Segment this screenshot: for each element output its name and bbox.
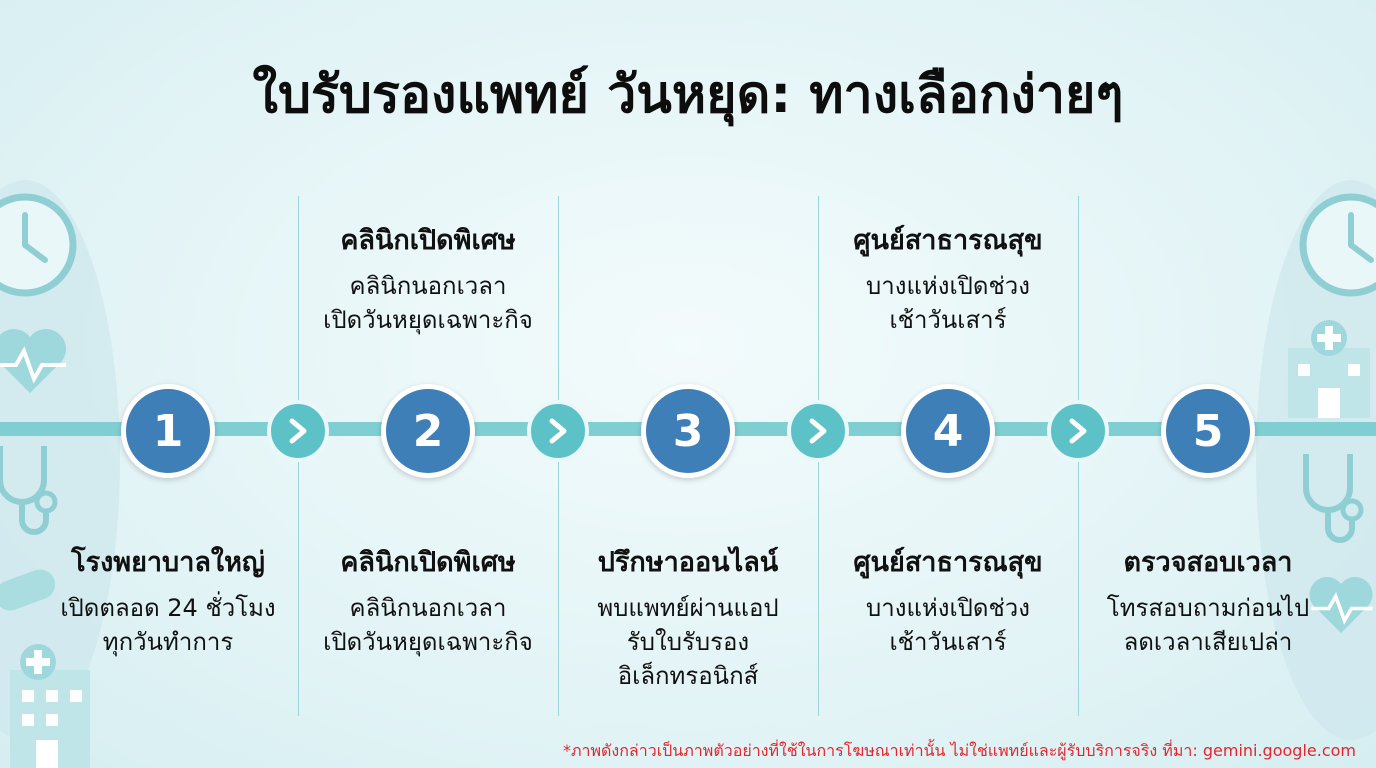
bottom-label-4: ศูนย์สาธารณสุข บางแห่งเปิดช่วง เช้าวันเส… <box>818 540 1078 659</box>
bottom-label-line: เช้าวันเสาร์ <box>889 628 1007 656</box>
top-label-heading: ศูนย์สาธารณสุข <box>853 225 1043 256</box>
bottom-label-line: เปิดตลอด 24 ชั่วโมง <box>60 594 276 622</box>
bottom-label-line: คลินิกนอกเวลา <box>349 594 507 622</box>
bottom-label-heading: คลินิกเปิดพิเศษ <box>340 547 516 578</box>
stethoscope-icon <box>0 446 58 535</box>
bottom-label-5: ตรวจสอบเวลา โทรสอบถามก่อนไป ลดเวลาเสียเป… <box>1078 540 1338 659</box>
top-label-line: คลินิกนอกเวลา <box>349 272 507 300</box>
bottom-label-heading: ปรึกษาออนไลน์ <box>597 547 779 578</box>
hospital-icon <box>1288 320 1370 418</box>
chevron-right-icon <box>787 400 849 462</box>
step-node-4: 4 <box>901 384 995 478</box>
bottom-label-heading: โรงพยาบาลใหญ่ <box>71 547 265 578</box>
footnote: *ภาพดังกล่าวเป็นภาพตัวอย่างที่ใช้ในการโฆ… <box>562 741 1356 760</box>
top-label-line: เช้าวันเสาร์ <box>889 306 1007 334</box>
top-label-line: เปิดวันหยุดเฉพาะกิจ <box>323 306 533 334</box>
step-node-2: 2 <box>381 384 475 478</box>
pill-icon <box>0 569 56 611</box>
bottom-label-line: รับใบรับรอง <box>626 628 750 656</box>
step-node-3: 3 <box>641 384 735 478</box>
bottom-label-line: บางแห่งเปิดช่วง <box>866 594 1030 622</box>
bottom-label-line: พบแพทย์ผ่านแอป <box>597 594 779 622</box>
bottom-label-line: เปิดวันหยุดเฉพาะกิจ <box>323 628 533 656</box>
stethoscope-icon <box>1303 454 1364 543</box>
top-label-4: ศูนย์สาธารณสุข บางแห่งเปิดช่วง เช้าวันเส… <box>818 218 1078 337</box>
heart-pulse-icon <box>1309 577 1373 633</box>
hospital-icon <box>10 644 90 768</box>
chevron-right-icon <box>267 400 329 462</box>
bottom-label-line: ทุกวันทำการ <box>102 628 234 656</box>
step-node-5: 5 <box>1161 384 1255 478</box>
clock-icon <box>1299 193 1376 297</box>
bottom-label-heading: ศูนย์สาธารณสุข <box>853 547 1043 578</box>
bottom-label-1: โรงพยาบาลใหญ่ เปิดตลอด 24 ชั่วโมง ทุกวัน… <box>38 540 298 659</box>
chevron-right-icon <box>527 400 589 462</box>
clock-icon <box>0 193 77 297</box>
step-node-1: 1 <box>121 384 215 478</box>
top-label-heading: คลินิกเปิดพิเศษ <box>340 225 516 256</box>
top-label-2: คลินิกเปิดพิเศษ คลินิกนอกเวลา เปิดวันหยุ… <box>298 218 558 337</box>
chevron-right-icon <box>1047 400 1109 462</box>
bottom-label-line: ลดเวลาเสียเปล่า <box>1123 628 1293 656</box>
heart-pulse-icon <box>0 329 66 393</box>
bottom-label-line: อิเล็กทรอนิกส์ <box>617 662 759 690</box>
bottom-label-3: ปรึกษาออนไลน์ พบแพทย์ผ่านแอป รับใบรับรอง… <box>558 540 818 693</box>
page-title: ใบรับรองแพทย์ วันหยุด: ทางเลือกง่ายๆ <box>252 65 1124 125</box>
bottom-label-2: คลินิกเปิดพิเศษ คลินิกนอกเวลา เปิดวันหยุ… <box>298 540 558 659</box>
top-label-line: บางแห่งเปิดช่วง <box>866 272 1030 300</box>
bottom-label-line: โทรสอบถามก่อนไป <box>1106 594 1310 622</box>
bottom-label-heading: ตรวจสอบเวลา <box>1123 547 1293 578</box>
